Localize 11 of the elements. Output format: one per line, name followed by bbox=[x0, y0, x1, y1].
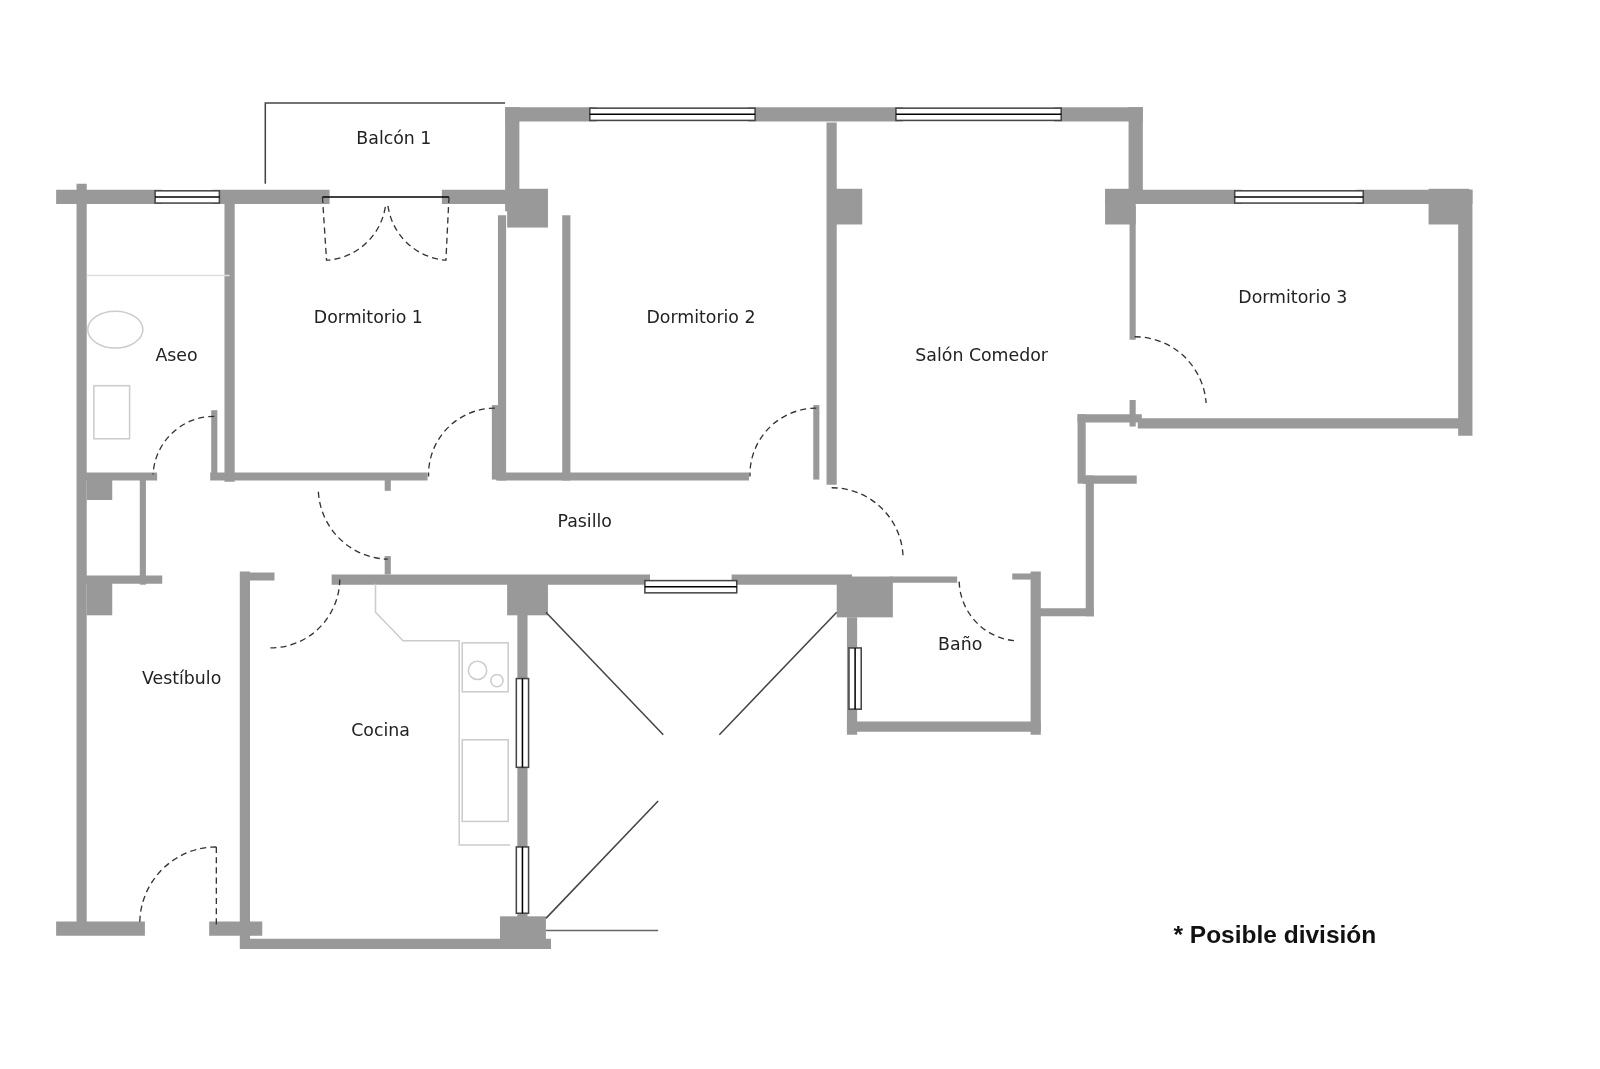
footnote: * Posible división bbox=[1173, 920, 1377, 949]
room-label: Dormitorio 3 bbox=[1238, 286, 1348, 308]
room-label: Vestíbulo bbox=[142, 667, 222, 688]
room-label: Pasillo bbox=[557, 510, 612, 531]
room-label: Baño bbox=[938, 633, 983, 655]
room-label: Salón Comedor bbox=[915, 344, 1048, 366]
room-label: Balcón 1 bbox=[356, 127, 432, 148]
room-label: Cocina bbox=[351, 719, 410, 740]
room-label: Dormitorio 1 bbox=[313, 307, 423, 328]
room-label: Aseo bbox=[155, 344, 198, 366]
room-label: Dormitorio 2 bbox=[646, 307, 756, 328]
